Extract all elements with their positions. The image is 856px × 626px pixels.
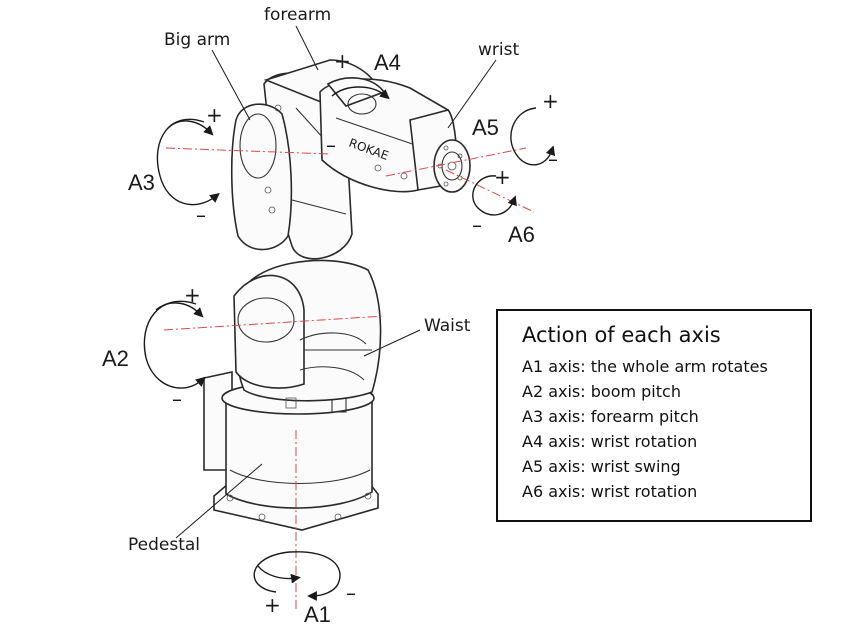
a1-rotation-arrow: [253, 551, 341, 601]
a4-plus-sign: +: [334, 49, 351, 73]
a6-plus-sign: +: [494, 165, 511, 189]
a5-minus-sign: –: [548, 147, 558, 171]
legend-item-a5: A5 axis: wrist swing: [522, 457, 681, 476]
a3-axis-label: A3: [128, 170, 155, 195]
a6-rotation-arrow: [472, 175, 517, 216]
axis-legend-box: Action of each axis A1 axis: the whole a…: [496, 309, 812, 522]
legend-item-a6: A6 axis: wrist rotation: [522, 482, 698, 501]
a4-minus-sign: –: [326, 133, 336, 157]
a1-plus-sign: +: [264, 593, 281, 617]
legend-item-a2: A2 axis: boom pitch: [522, 382, 681, 401]
a1-axis-label: A1: [304, 602, 331, 626]
waist-label: Waist: [424, 316, 471, 336]
legend-item-a1: A1 axis: the whole arm rotates: [522, 357, 768, 376]
a5-rotation-arrow: [510, 107, 556, 166]
direction-signs: + – + – + – + – + – + –: [172, 49, 559, 617]
waist-body: [233, 259, 382, 409]
a3-rotation-arrow: [156, 118, 220, 206]
axis-centerlines: [163, 147, 535, 612]
pedestal-label: Pedestal: [128, 535, 200, 555]
forearm-label: forearm: [264, 5, 331, 25]
a2-axis-label: A2: [102, 346, 129, 371]
legend-title: Action of each axis: [522, 323, 721, 347]
a6-axis-label: A6: [508, 222, 535, 247]
big-arm-label: Big arm: [164, 30, 230, 50]
a5-axis-label: A5: [472, 115, 499, 140]
legend-item-a3: A3 axis: forearm pitch: [522, 407, 699, 426]
wrist-label: wrist: [478, 40, 519, 60]
a5-plus-sign: +: [542, 89, 559, 113]
a2-rotation-arrow: [143, 300, 206, 389]
a1-minus-sign: –: [346, 581, 356, 605]
a2-plus-sign: +: [184, 283, 201, 307]
legend-item-a4: A4 axis: wrist rotation: [522, 432, 698, 451]
a3-minus-sign: –: [196, 203, 206, 227]
a2-minus-sign: –: [172, 387, 182, 411]
leader-lines: [175, 25, 497, 539]
a4-rotation-arrow: [331, 86, 390, 100]
a6-minus-sign: –: [472, 213, 482, 237]
wrist-flange: [409, 109, 471, 193]
a4-axis-label: A4: [374, 50, 401, 75]
a3-plus-sign: +: [206, 103, 223, 127]
